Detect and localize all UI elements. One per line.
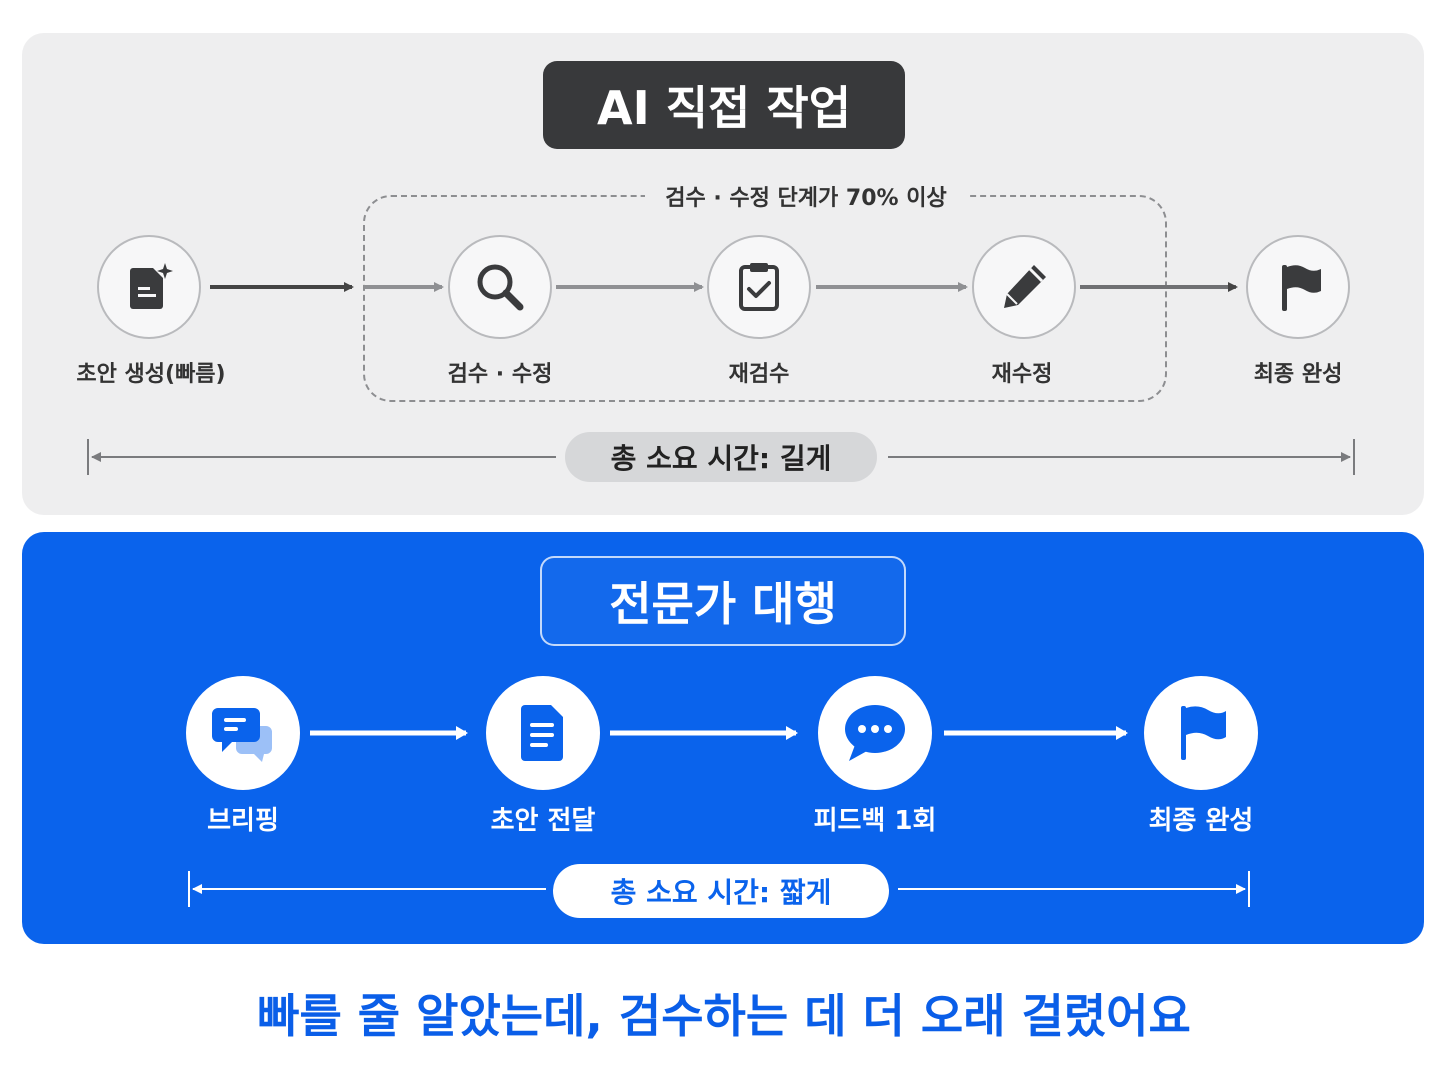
expert-step-label: 최종 완성 [1148,806,1254,836]
ai-step-recheck [707,235,811,339]
expert-step-label: 피드백 1회 [813,806,937,836]
expert-total-time-badge: 총 소요 시간: 짧게 [553,864,889,918]
expert-step-feedback [818,676,932,790]
ai-total-time-badge: 총 소요 시간: 길게 [565,432,877,482]
ai-step-label: 최종 완성 [1253,362,1343,387]
magnifier-icon [477,264,524,311]
expert-step-draft [486,676,600,790]
expert-step-label: 초안 전달 [490,806,596,836]
speech-bubble-dots-icon [845,705,905,761]
chat-bubbles-icon [212,708,272,762]
ai-step-label: 재수정 [991,362,1053,387]
ai-step-review [448,235,552,339]
ai-section-title: AI 직접 작업 [543,61,905,149]
expert-section-title: 전문가 대행 [540,556,906,646]
expert-step-briefing [186,676,300,790]
document-icon [521,705,563,761]
review-phase-label: 검수 · 수정 단계가 70% 이상 [645,178,967,214]
expert-step-final [1144,676,1258,790]
ai-step-label: 재검수 [728,362,790,387]
pencil-icon [1004,265,1046,308]
ai-step-revise [972,235,1076,339]
ai-step-label: 검수 · 수정 [447,362,553,387]
ai-step-final [1246,235,1350,339]
ai-step-label: 초안 생성(빠름) [76,362,226,387]
document-sparkle-icon [130,263,173,309]
clipboard-check-icon [739,263,779,311]
expert-step-label: 브리핑 [207,806,279,836]
flag-icon [1282,265,1321,311]
flag-icon [1181,706,1226,760]
caption-text: 빠를 줄 알았는데, 검수하는 데 더 오래 걸렸어요 [257,989,1191,1043]
ai-step-draft [97,235,201,339]
